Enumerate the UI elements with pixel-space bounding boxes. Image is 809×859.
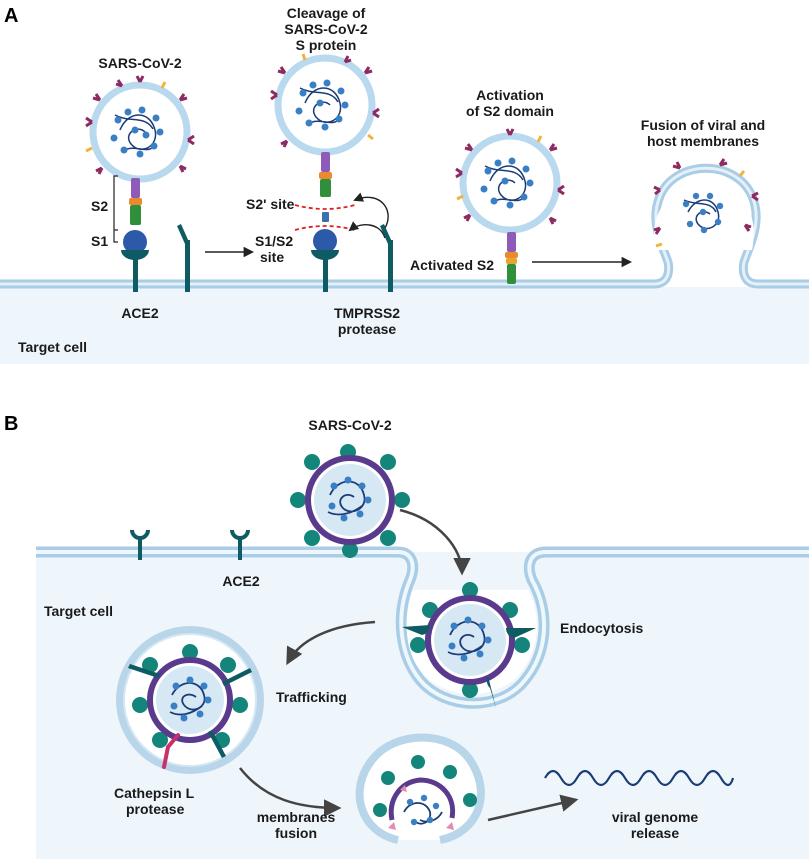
target-cell-label-b: Target cell [44, 603, 113, 619]
panel-a-letter: A [4, 5, 18, 27]
arrow-b-trafficking [286, 620, 376, 666]
tmprss2-receptor-1 [177, 224, 190, 292]
virion-a2 [270, 53, 380, 156]
arrow-b-release [487, 794, 579, 822]
spike-protein-a1 [121, 178, 149, 292]
bound-ace2-b2 [402, 625, 536, 708]
spikes-b4 [373, 755, 477, 817]
cell-membrane-a-highlight [0, 166, 809, 286]
membrane-proteins-a4 [655, 170, 746, 248]
nucleocapsid-a1 [110, 106, 164, 158]
spikes-b3 [132, 644, 248, 748]
activation-title-1: Activation [476, 87, 544, 103]
tmprss2-label-2: protease [338, 321, 397, 337]
target-cell-label-a: Target cell [18, 339, 87, 355]
virion-a1 [85, 75, 195, 183]
endosome [116, 626, 264, 774]
arrow-b-entry [399, 508, 471, 576]
nucleocapsid-a3 [480, 157, 534, 209]
ace2-label-a: ACE2 [121, 305, 159, 321]
nucleocapsid-b3 [170, 676, 212, 722]
spikes-b2 [410, 582, 530, 698]
nucleocapsid-a2 [295, 79, 349, 131]
virion-b1 [290, 444, 410, 558]
virus-label-b: SARS-CoV-2 [308, 417, 391, 433]
virus-label-a: SARS-CoV-2 [98, 55, 181, 71]
cathepsin-label-1: Cathepsin L [114, 785, 195, 801]
fusion-vesicle [355, 733, 485, 844]
s2-label: S2 [91, 198, 108, 214]
cleavage-title-2: SARS-CoV-2 [284, 21, 367, 37]
activation-title-2: of S2 domain [466, 103, 554, 119]
s1s2-label-2: site [260, 249, 284, 265]
virion-a3 [455, 128, 565, 234]
nucleocapsid-a4 [682, 192, 724, 234]
membrane-proteins-a2 [301, 53, 374, 141]
trafficking-label: Trafficking [276, 689, 347, 705]
released-viral-genome [544, 769, 735, 787]
spikes-a3 [455, 128, 565, 225]
endocytosis-label: Endocytosis [560, 620, 643, 636]
membranes-fusion-label-2: fusion [275, 825, 317, 841]
activated-s2-protein [505, 232, 518, 284]
spikes-a4 [653, 158, 759, 235]
ace2-receptors-b [130, 529, 250, 560]
release-label-2: release [631, 825, 679, 841]
fused-virion-interior [653, 182, 754, 250]
bound-ace2-b3 [128, 664, 252, 758]
s1s2-label-1: S1/S2 [255, 233, 293, 249]
cleavage-title-3: S protein [296, 37, 357, 53]
panel-a: A SARS-CoV-2 [0, 5, 809, 364]
s2prime-cleavage-line [294, 204, 356, 210]
membranes-fusion-label-1: membranes [257, 809, 336, 825]
cathepsin-l-protease [162, 733, 180, 769]
spike-protein-a2 [311, 152, 339, 292]
membrane-proteins-a3 [456, 135, 543, 201]
protein-fragments-b4 [388, 785, 454, 830]
panel-b-letter: B [4, 413, 18, 435]
virion-b2 [402, 582, 536, 708]
spikes-a1 [85, 75, 195, 175]
cleavage-title-1: Cleavage of [287, 5, 366, 21]
nucleocapsid-b1 [328, 476, 372, 522]
membrane-proteins-a1 [85, 81, 167, 153]
release-label-1: viral genome [612, 809, 699, 825]
fusion-title-1: Fusion of viral and [641, 117, 765, 133]
cleavage-arrow-upper [353, 192, 389, 229]
s1s2-cleavage-line [294, 225, 356, 231]
arrow-b-fusion [239, 767, 342, 817]
activated-s2-label: Activated S2 [410, 257, 494, 273]
cathepsin-label-2: protease [126, 801, 185, 817]
nucleocapsid-b2 [448, 616, 492, 662]
s1-s2-bracket [113, 175, 118, 243]
tmprss2-receptor-2 [380, 224, 393, 292]
fusion-title-2: host membranes [647, 133, 759, 149]
virion-a4-fusing [653, 158, 759, 248]
panel-b: B ACE2 SARS-CoV-2 [4, 413, 809, 859]
target-cell-region-a [0, 287, 809, 364]
s1-label: S1 [91, 233, 108, 249]
spikes-a2 [270, 55, 380, 148]
cleavage-arrow-lower [348, 221, 386, 239]
s2prime-label: S2' site [246, 196, 295, 212]
cell-membrane-b-highlight [36, 550, 809, 706]
tmprss2-label-1: TMPRSS2 [334, 305, 400, 321]
ace2-label-b: ACE2 [222, 573, 260, 589]
nucleocapsid-b4 [406, 794, 440, 826]
